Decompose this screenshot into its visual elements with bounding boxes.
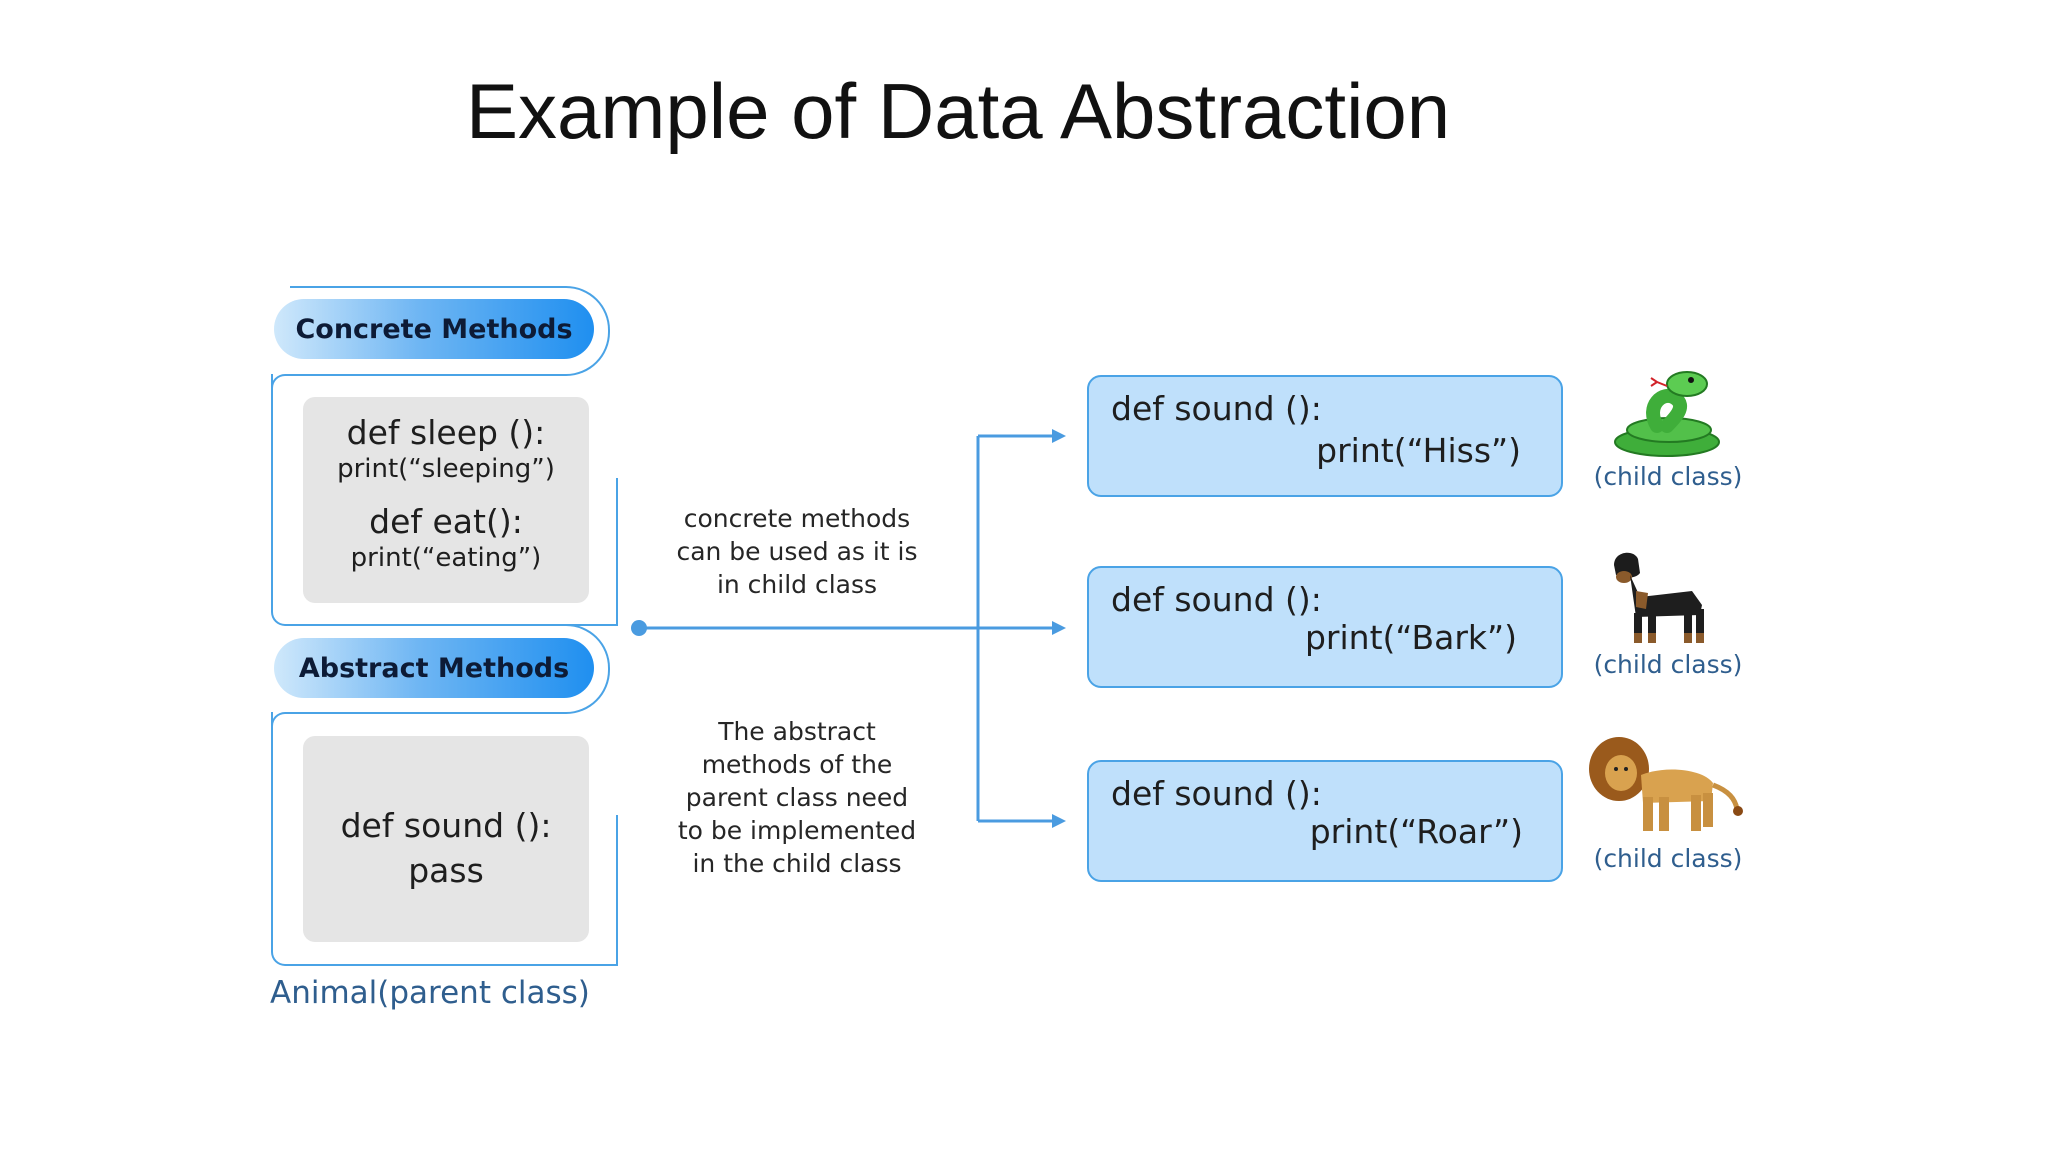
lion-icon (1589, 737, 1743, 831)
concrete-pill-outline (290, 286, 610, 376)
sound-body-text: pass (408, 851, 484, 890)
abstract-note-line: in the child class (692, 849, 902, 878)
sound-def-text: def sound (): (340, 806, 552, 845)
abstract-code-box: def sound (): pass (303, 736, 589, 942)
sleep-body-text: print(“sleeping”) (337, 454, 555, 484)
child-body-text: print(“Roar”) (1309, 812, 1523, 851)
child-def-text: def sound (): (1111, 774, 1322, 813)
child-def-text: def sound (): (1111, 389, 1322, 428)
concrete-note-line: can be used as it is (676, 537, 918, 566)
concrete-methods-header: Concrete Methods (274, 299, 594, 359)
abstract-methods-panel (271, 712, 618, 966)
abstract-panel-top-edge (271, 712, 293, 734)
concrete-note-line: in child class (716, 570, 878, 599)
child-body-text: print(“Hiss”) (1316, 431, 1521, 470)
abstract-note-line: to be implemented (677, 816, 917, 845)
abstract-panel-right-edge (616, 815, 618, 966)
parent-class-label: Animal(parent class) (270, 975, 590, 1011)
child-class-label: (child class) (1593, 844, 1743, 873)
child-class-label: (child class) (1593, 650, 1743, 679)
abstract-note: The abstract methods of the parent class… (640, 715, 954, 880)
abstract-methods-header: Abstract Methods (274, 638, 594, 698)
eat-def-text: def eat(): (369, 502, 523, 541)
child-def-text: def sound (): (1111, 580, 1322, 619)
snake-icon (1614, 371, 1720, 457)
abstract-note-line: The abstract (718, 717, 876, 746)
concrete-code-box: def sleep (): print(“sleeping”) def eat(… (303, 397, 589, 603)
concrete-panel-top-edge (271, 374, 293, 396)
eat-body-text: print(“eating”) (350, 543, 542, 573)
concrete-panel-right-edge (616, 478, 618, 624)
child-box-snake: def sound (): print(“Hiss”) (1087, 375, 1563, 497)
child-box-lion: def sound (): print(“Roar”) (1087, 760, 1563, 882)
slide-title: Example of Data Abstraction (466, 67, 1451, 155)
concrete-note-line: concrete methods (683, 504, 911, 533)
abstract-note-line: methods of the (701, 750, 893, 779)
abstract-pill-outline (290, 624, 610, 714)
child-class-label: (child class) (1593, 462, 1743, 491)
abstract-note-line: parent class need (685, 783, 909, 812)
sleep-def-text: def sleep (): (346, 413, 546, 452)
child-body-text: print(“Bark”) (1304, 618, 1517, 657)
dog-icon (1614, 552, 1704, 643)
concrete-note: concrete methods can be used as it is in… (640, 502, 954, 601)
child-box-dog: def sound (): print(“Bark”) (1087, 566, 1563, 688)
